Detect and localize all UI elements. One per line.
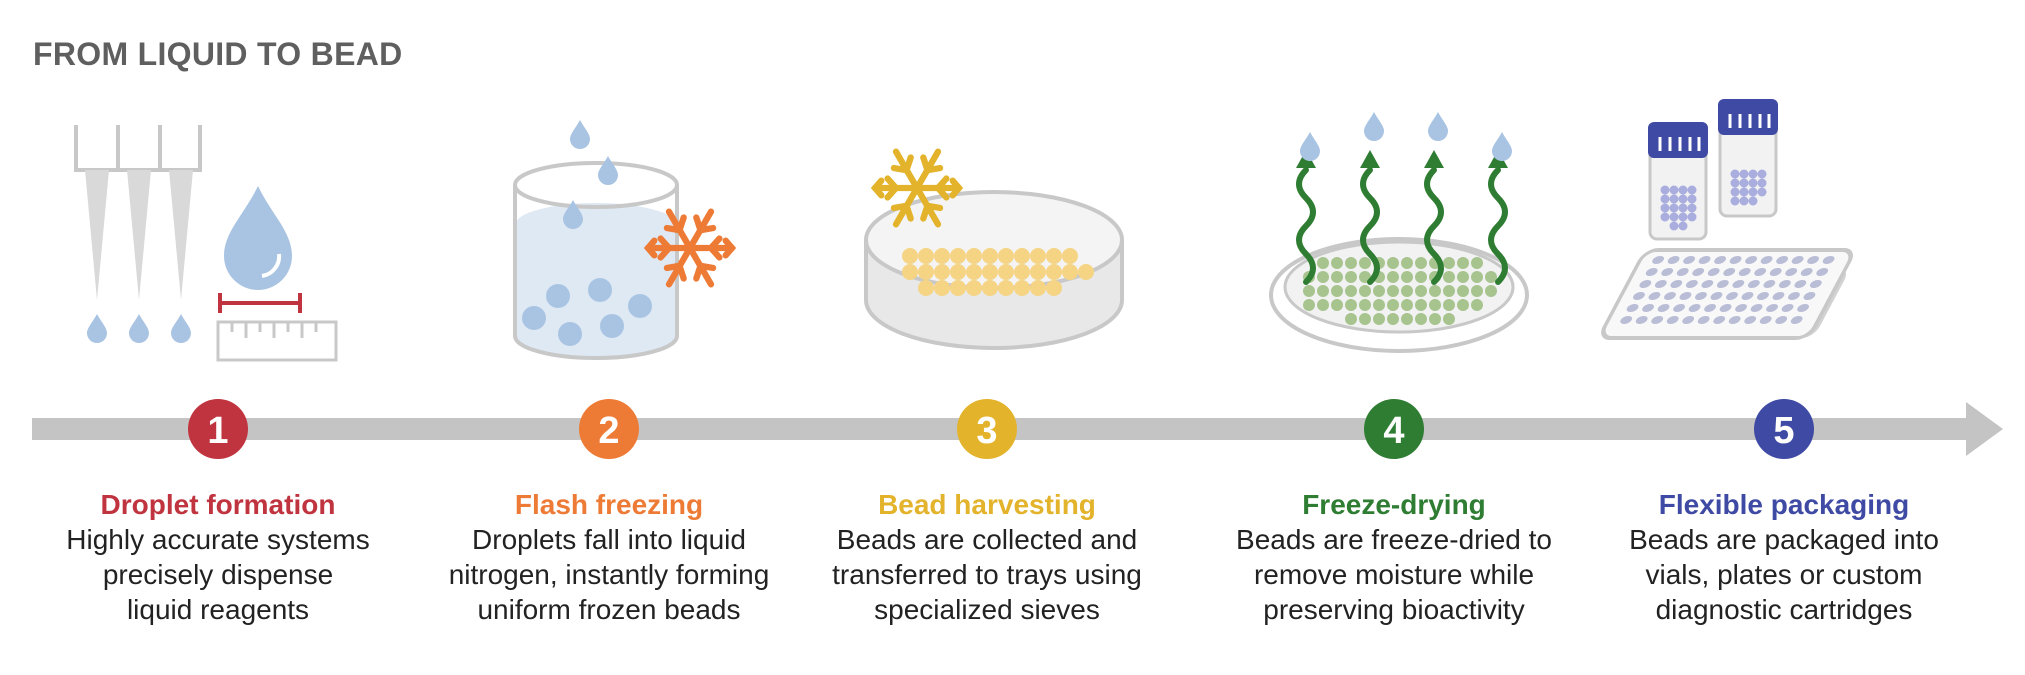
sieve-tray-snowflake-icon: [864, 152, 1124, 350]
step-number: 2: [598, 410, 619, 452]
timeline-arrow: [32, 402, 2003, 456]
pipette-droplet-ruler-icon: [74, 125, 338, 362]
step-marker-3: 3: [957, 399, 1017, 459]
step-title: Droplet formation: [100, 489, 336, 520]
step-marker-4: 4: [1364, 399, 1424, 459]
step-flash-freezing: Flash freezing Droplets fall into liquid…: [419, 488, 799, 627]
step-title: Flexible packaging: [1658, 489, 1910, 520]
step-title: Freeze-drying: [1302, 489, 1486, 520]
nitrogen-beaker-snowflake-icon: [513, 120, 732, 360]
step-number: 5: [1773, 410, 1794, 452]
step-marker-5: 5: [1754, 399, 1814, 459]
step-number: 3: [976, 410, 997, 452]
vials-and-plate-icon: [1601, 99, 1853, 340]
step-title: Bead harvesting: [878, 489, 1096, 520]
step-flexible-packaging: Flexible packaging Beads are packaged in…: [1594, 488, 1974, 627]
step-number: 1: [207, 410, 228, 452]
step-title: Flash freezing: [514, 489, 704, 520]
step-droplet-formation: Droplet formation Highly accurate system…: [28, 488, 408, 627]
step-number: 4: [1383, 410, 1404, 452]
step-marker-2: 2: [579, 399, 639, 459]
diagram-title: FROM LIQUID TO BEAD: [33, 36, 403, 72]
drying-tray-vapor-icon: [1269, 112, 1529, 353]
step-marker-1: 1: [188, 399, 248, 459]
